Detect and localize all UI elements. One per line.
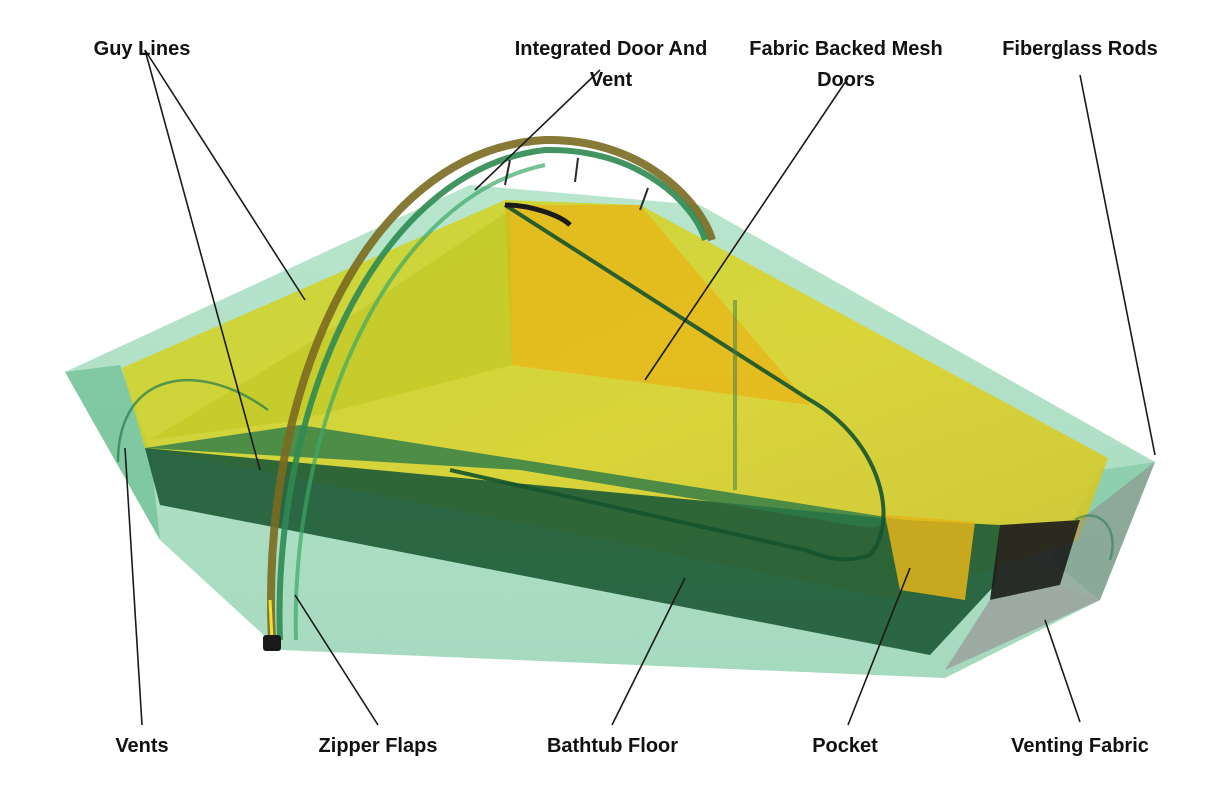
label-guy-lines: Guy Lines bbox=[93, 38, 191, 60]
label-vents: Vents bbox=[115, 735, 169, 757]
leader-guy-lines-b bbox=[144, 49, 261, 471]
leader-vents bbox=[124, 447, 143, 726]
label-fabric-backed-mesh-doors: Fabric Backed Mesh Doors bbox=[749, 38, 943, 91]
label-bathtub-floor: Bathtub Floor bbox=[546, 735, 679, 757]
leader-integrated-door bbox=[474, 69, 601, 191]
label-integrated-door-vent: Integrated Door And Vent bbox=[514, 38, 708, 91]
leader-mesh-doors bbox=[644, 77, 849, 381]
bathtub-floor-shape bbox=[145, 425, 1000, 655]
leader-lines bbox=[124, 49, 1156, 726]
label-fiberglass-rods: Fiberglass Rods bbox=[1002, 38, 1158, 60]
leader-fiberglass-rods bbox=[1079, 74, 1156, 456]
leader-zipper-flaps bbox=[294, 594, 379, 726]
pocket-shape bbox=[885, 515, 975, 600]
label-pocket: Pocket bbox=[812, 735, 878, 757]
pole-end-cap bbox=[263, 635, 281, 651]
label-zipper-flaps: Zipper Flaps bbox=[318, 735, 438, 757]
leader-guy-lines-a bbox=[144, 49, 306, 301]
label-venting-fabric: Venting Fabric bbox=[1011, 735, 1149, 757]
leader-venting-fabric bbox=[1044, 619, 1081, 723]
leader-pocket bbox=[847, 567, 911, 726]
leader-bathtub-floor bbox=[611, 577, 686, 726]
venting-fabric-shape bbox=[945, 462, 1155, 670]
